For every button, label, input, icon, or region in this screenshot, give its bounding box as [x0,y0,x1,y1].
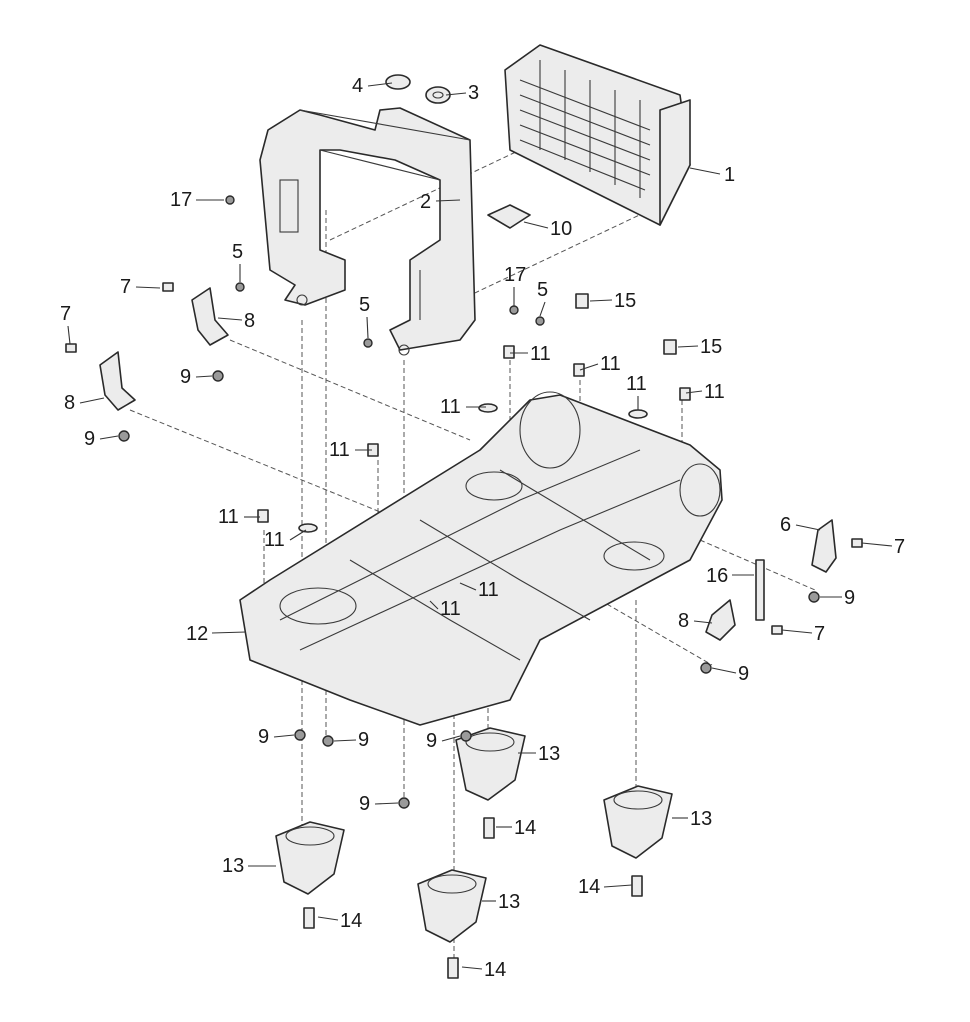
callout-leader-c9f [333,739,357,742]
callout-label-c9f: 9 [358,729,369,751]
callout-leader-c11h [289,529,307,541]
callout-leader-c2 [435,199,461,202]
callout-label-c11e: 11 [440,396,461,418]
callout-leader-c3 [445,92,467,96]
callout-label-c7d: 7 [814,623,825,645]
callout-label-c15b: 15 [700,336,722,358]
callout-label-c13b: 13 [690,808,712,830]
callout-leader-c7b [67,325,71,345]
callout-label-c12: 12 [186,623,208,645]
callout-label-c15a: 15 [614,290,636,312]
callout-label-c17a: 17 [170,189,192,211]
callout-leader-c7d [781,629,813,634]
part-8-6-clip-brackets [99,287,837,641]
callout-label-c11c: 11 [626,373,647,395]
callout-leader-c9h [374,802,399,805]
callout-leader-c4 [367,82,393,87]
callout-leader-c12 [211,631,247,634]
callout-leader-c1 [689,167,721,175]
callout-leader-c14c [317,916,339,921]
part-10-pad [487,204,531,229]
callout-leader-c14d [461,966,483,970]
callout-label-c13d: 13 [498,891,520,913]
callout-leader-c15b [677,345,699,348]
part-14-bolts [303,817,643,979]
callout-leader-c5c [539,301,546,317]
callout-label-c8b: 8 [64,392,75,414]
callout-leader-c15a [589,299,613,302]
callout-label-c5a: 5 [232,241,243,263]
callout-label-c17b: 17 [504,264,526,286]
callout-label-c5c: 5 [537,279,548,301]
callout-leader-c5b [366,316,369,339]
callout-label-c9e: 9 [258,726,269,748]
callout-label-c14a: 14 [514,817,536,839]
callout-label-c3: 3 [468,82,479,104]
callout-leader-c10 [523,221,549,229]
callout-label-c6: 6 [780,514,791,536]
callout-label-c9a: 9 [180,366,191,388]
callout-label-c7a: 7 [120,276,131,298]
callout-leader-c11d [685,390,703,394]
callout-label-c8a: 8 [244,310,255,332]
callout-leader-c8a [217,317,243,321]
callout-label-c14b: 14 [578,876,600,898]
part-13-mounting-feet [275,727,673,943]
callout-leader-c11b [579,363,599,371]
callout-label-c14c: 14 [340,910,362,932]
callout-label-c11d: 11 [704,381,725,403]
callout-leader-c9a [195,375,213,378]
callout-label-c16: 16 [706,565,728,587]
callout-leader-c7a [135,286,161,289]
callout-label-c9g: 9 [426,730,437,752]
callout-label-c2: 2 [420,191,431,213]
callout-leader-c9g [441,735,461,742]
callout-label-c4: 4 [352,75,363,97]
callout-label-c11h: 11 [264,529,285,551]
callout-label-c5b: 5 [359,294,370,316]
callout-label-c11j: 11 [440,598,461,620]
callout-label-c7b: 7 [60,303,71,325]
callout-leader-c9b [99,435,119,440]
callout-label-c13c: 13 [222,855,244,877]
callout-leader-c8c [693,620,713,624]
callout-leader-c7c [861,542,893,547]
callout-label-c9h: 9 [359,793,370,815]
part-16-rod [755,559,765,621]
callout-label-c11i: 11 [478,579,499,601]
callout-leader-c14b [603,884,633,888]
callout-label-c11f: 11 [329,439,350,461]
part-3-4-grommets [385,74,451,104]
callout-label-c11b: 11 [600,353,621,375]
callout-label-c10: 10 [550,218,572,240]
part-2-mounting-bracket [259,107,476,356]
callout-leader-c9d [711,667,737,674]
callout-label-c14d: 14 [484,959,506,981]
callout-label-c13a: 13 [538,743,560,765]
part-1-heat-sink-module [504,44,691,226]
callout-label-c1: 1 [724,164,735,186]
callout-label-c9d: 9 [738,663,749,685]
callout-leader-c6 [795,524,821,531]
callout-label-c9b: 9 [84,428,95,450]
small-hardware [65,195,863,809]
callout-leader-c11i [459,582,477,591]
callout-label-c11g: 11 [218,506,239,528]
callout-leader-c8b [79,397,105,404]
callout-label-c8c: 8 [678,610,689,632]
callout-leader-c11j [429,600,439,610]
callout-leader-c9e [273,734,295,738]
callout-label-c11a: 11 [530,343,551,365]
part-12-base-tray [239,391,723,726]
callout-label-c9c: 9 [844,587,855,609]
callout-label-c7c: 7 [894,536,905,558]
